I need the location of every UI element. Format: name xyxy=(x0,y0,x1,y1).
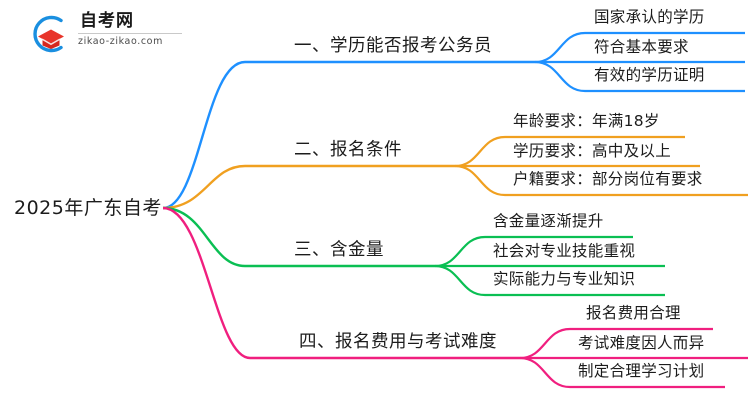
logo-url: zikao-zikao.com xyxy=(78,36,163,47)
edge-branch-4-child-1 xyxy=(519,327,571,360)
branch-node-3[interactable]: 三、含金量 xyxy=(294,240,384,260)
edge-root-to-branch-1 xyxy=(162,60,246,210)
branch-node-2[interactable]: 二、报名条件 xyxy=(294,140,402,160)
edge-root-to-branch-3 xyxy=(162,206,246,268)
edge-branch-3-child-1 xyxy=(434,235,486,268)
logo-text: 自考网 zikao-zikao.com xyxy=(78,10,188,48)
edge-branch-2-child-3 xyxy=(454,164,506,197)
edge-branch-1-child-1 xyxy=(534,31,586,64)
leaf-node-4-3[interactable]: 制定合理学习计划 xyxy=(578,362,705,380)
leaf-node-4-1[interactable]: 报名费用合理 xyxy=(586,304,681,322)
branch-node-1[interactable]: 一、学历能否报考公务员 xyxy=(294,36,492,56)
logo-divider xyxy=(78,33,182,34)
leaf-node-2-2[interactable]: 学历要求：高中及以上 xyxy=(513,142,672,160)
edge-branch-3-child-3 xyxy=(434,264,486,297)
leaf-node-3-3[interactable]: 实际能力与专业知识 xyxy=(493,270,636,288)
leaf-node-4-2[interactable]: 考试难度因人而异 xyxy=(578,334,705,352)
leaf-node-1-1[interactable]: 国家承认的学历 xyxy=(594,8,705,26)
leaf-node-2-1[interactable]: 年龄要求：年满18岁 xyxy=(513,112,660,130)
branch-node-4[interactable]: 四、报名费用与考试难度 xyxy=(299,332,497,352)
site-logo: 自考网 zikao-zikao.com xyxy=(28,10,188,56)
logo-mark-icon xyxy=(33,15,64,53)
edge-branch-2-child-1 xyxy=(454,135,506,168)
leaf-node-3-2[interactable]: 社会对专业技能重视 xyxy=(493,242,636,260)
leaf-node-1-3[interactable]: 有效的学历证明 xyxy=(594,66,705,84)
edge-root-to-branch-2 xyxy=(162,164,246,210)
edge-branch-1-child-3 xyxy=(534,60,586,93)
logo-name-cn: 自考网 xyxy=(80,11,134,31)
leaf-node-3-1[interactable]: 含金量逐渐提升 xyxy=(493,212,604,230)
leaf-node-1-2[interactable]: 符合基本要求 xyxy=(594,38,689,56)
leaf-node-2-3[interactable]: 户籍要求：部分岗位有要求 xyxy=(513,170,703,188)
edge-branch-4-child-3 xyxy=(519,356,571,389)
edge-root-to-branch-4 xyxy=(162,206,251,360)
root-node[interactable]: 2025年广东自考 xyxy=(14,197,162,219)
